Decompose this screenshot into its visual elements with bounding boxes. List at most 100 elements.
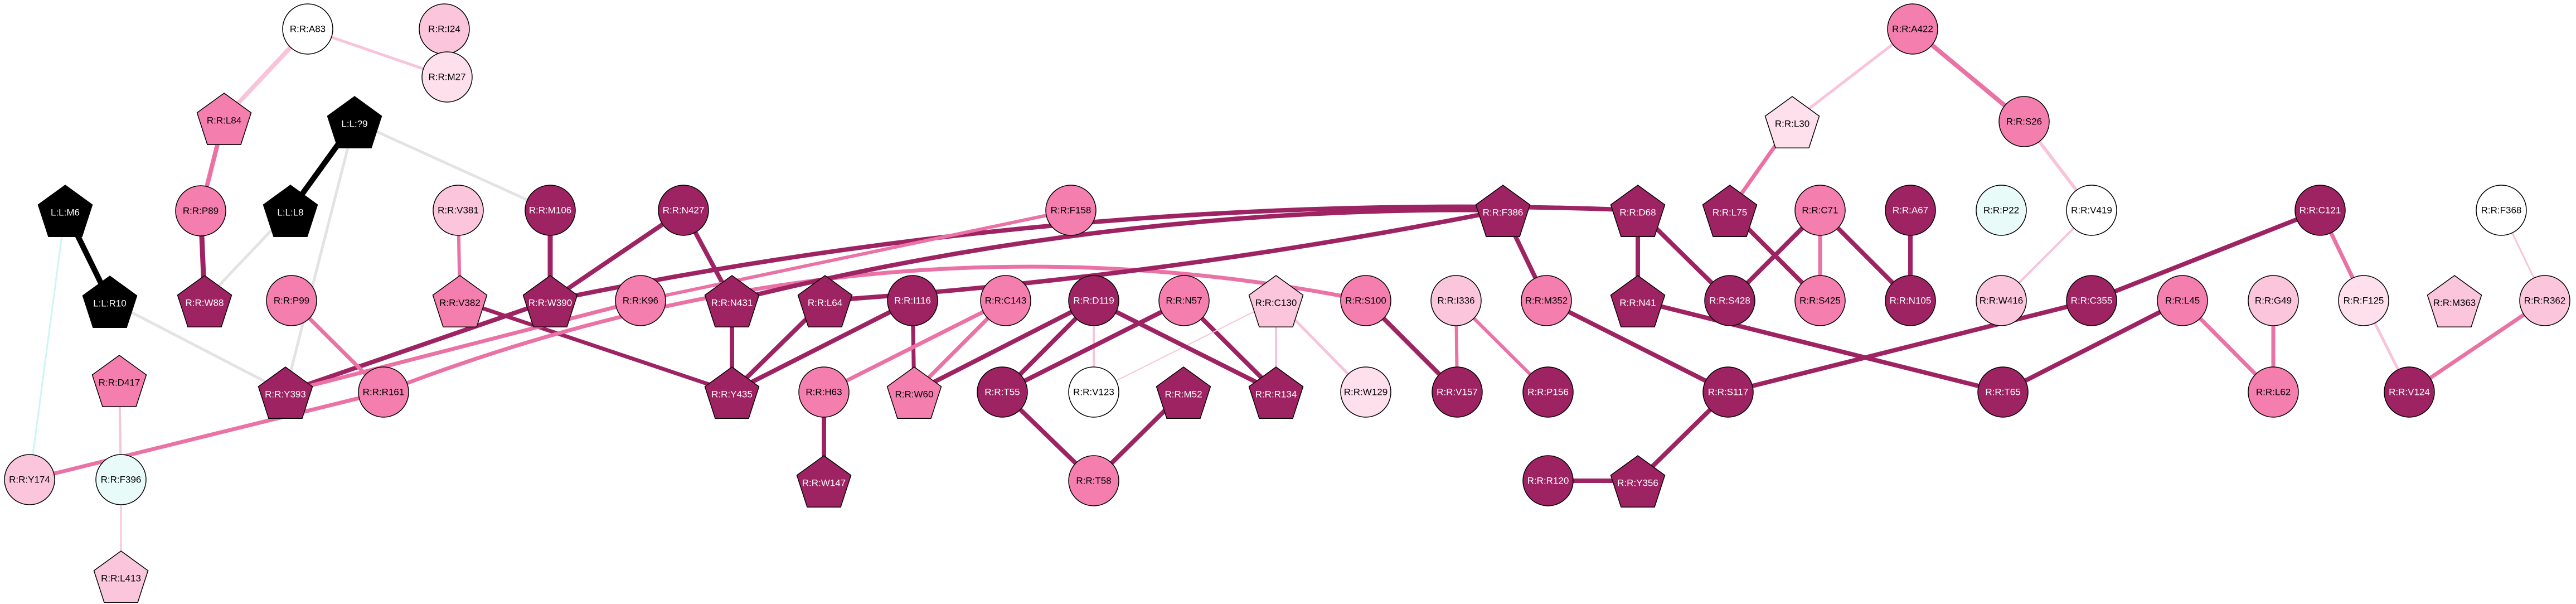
edge-v382-y435 [458, 298, 734, 394]
pentagon-node-shape [2427, 275, 2482, 328]
node-f396[interactable]: R:R:F396 [95, 454, 147, 505]
node-a422[interactable]: R:R:A422 [1887, 3, 1938, 55]
node-l413[interactable]: R:R:L413 [93, 550, 149, 603]
node-l79[interactable]: L:L:?9 [327, 96, 382, 149]
node-s428[interactable]: R:R:S428 [1704, 275, 1755, 326]
node-s117[interactable]: R:R:S117 [1702, 366, 1754, 418]
node-s100[interactable]: R:R:S100 [1340, 275, 1391, 326]
node-p89[interactable]: R:R:P89 [175, 185, 226, 236]
node-s425[interactable]: R:R:S425 [1794, 275, 1846, 326]
node-m27[interactable]: R:R:M27 [421, 51, 473, 103]
edge-w390-d68 [548, 204, 1640, 303]
node-m52[interactable]: R:R:M52 [1156, 366, 1211, 419]
node-v123[interactable]: R:R:V123 [1068, 366, 1119, 418]
node-r362[interactable]: R:R:R362 [2519, 275, 2570, 326]
node-label: R:R:L75 [1713, 207, 1747, 218]
node-h63[interactable]: R:R:H63 [798, 366, 850, 418]
node-r134[interactable]: R:R:R134 [1248, 366, 1304, 419]
node-w88[interactable]: R:R:W88 [177, 275, 232, 328]
node-y393[interactable]: R:R:Y393 [258, 366, 313, 419]
circle-node-shape [1068, 275, 1119, 326]
node-v157[interactable]: R:R:V157 [1432, 366, 1483, 418]
node-m106[interactable]: R:R:M106 [525, 185, 576, 236]
node-l64[interactable]: R:R:L64 [797, 275, 853, 328]
node-g49[interactable]: R:R:G49 [2248, 275, 2299, 326]
node-r161[interactable]: R:R:R161 [358, 366, 409, 418]
node-n57[interactable]: R:R:N57 [1158, 275, 1210, 326]
node-label: R:R:W129 [1344, 387, 1388, 398]
node-y174[interactable]: R:R:Y174 [4, 454, 55, 505]
circle-node-shape [1522, 366, 1574, 418]
node-w129[interactable]: R:R:W129 [1340, 366, 1391, 418]
node-l8[interactable]: L:L:L8 [263, 185, 318, 238]
pentagon-node-shape [522, 275, 578, 328]
node-m363[interactable]: R:R:M363 [2427, 275, 2482, 328]
node-label: R:R:R134 [1255, 389, 1297, 400]
node-label: R:R:M363 [2433, 298, 2476, 308]
pentagon-node-shape [704, 275, 760, 328]
node-label: R:R:L84 [207, 115, 241, 126]
node-c130[interactable]: R:R:C130 [1248, 275, 1304, 328]
node-k96[interactable]: R:R:K96 [615, 275, 666, 326]
node-label: R:R:A67 [1893, 205, 1928, 216]
node-label: R:R:K96 [623, 296, 658, 306]
node-label: R:R:P156 [1527, 387, 1569, 398]
node-v382[interactable]: R:R:V382 [432, 275, 488, 328]
node-f386[interactable]: R:R:F386 [1475, 185, 1531, 238]
node-l75[interactable]: R:R:L75 [1702, 185, 1758, 238]
edge-c143-h63 [822, 298, 1008, 394]
circle-node-shape [1158, 275, 1210, 326]
node-c355[interactable]: R:R:C355 [2066, 275, 2117, 326]
node-n427[interactable]: R:R:N427 [658, 185, 709, 236]
node-t65[interactable]: R:R:T65 [1977, 366, 2029, 418]
circle-node-shape [1045, 185, 1097, 236]
edge-d119-w60 [912, 298, 1096, 394]
node-l30[interactable]: R:R:L30 [1764, 96, 1820, 149]
node-i24[interactable]: R:R:I24 [419, 3, 470, 55]
edge-r161-s100 [381, 264, 1368, 394]
node-d417[interactable]: R:R:D417 [91, 355, 147, 408]
node-p22[interactable]: R:R:P22 [1976, 185, 2027, 236]
node-p156[interactable]: R:R:P156 [1522, 366, 1574, 418]
node-label: R:R:L64 [808, 298, 842, 308]
node-m352[interactable]: R:R:M352 [1521, 275, 1572, 326]
node-v419[interactable]: R:R:V419 [2066, 185, 2117, 236]
node-c71[interactable]: R:R:C71 [1794, 185, 1846, 236]
node-m6[interactable]: L:L:M6 [37, 185, 93, 238]
node-v124[interactable]: R:R:V124 [2384, 366, 2435, 418]
node-y356[interactable]: R:R:Y356 [1610, 455, 1666, 508]
node-t55[interactable]: R:R:T55 [977, 366, 1028, 418]
node-d68[interactable]: R:R:D68 [1610, 185, 1666, 238]
node-r120[interactable]: R:R:R120 [1522, 455, 1574, 506]
node-label: R:R:T55 [984, 387, 1020, 398]
node-n105[interactable]: R:R:N105 [1885, 275, 1936, 326]
node-n431[interactable]: R:R:N431 [704, 275, 760, 328]
node-w390[interactable]: R:R:W390 [522, 275, 578, 328]
node-w416[interactable]: R:R:W416 [1976, 275, 2027, 326]
node-v381[interactable]: R:R:V381 [433, 185, 484, 236]
node-label: R:R:W390 [528, 298, 572, 308]
node-a83[interactable]: R:R:A83 [282, 3, 333, 55]
node-w60[interactable]: R:R:W60 [886, 366, 942, 419]
node-c143[interactable]: R:R:C143 [980, 275, 1031, 326]
node-l84[interactable]: R:R:L84 [196, 93, 252, 146]
node-y435[interactable]: R:R:Y435 [704, 366, 760, 419]
node-f125[interactable]: R:R:F125 [2338, 275, 2389, 326]
node-p99[interactable]: R:R:P99 [266, 275, 317, 326]
node-i336[interactable]: R:R:I336 [1430, 275, 1482, 326]
node-label: R:R:N105 [1890, 296, 1932, 306]
node-a67[interactable]: R:R:A67 [1885, 185, 1936, 236]
node-i116[interactable]: R:R:I116 [887, 275, 938, 326]
node-t58[interactable]: R:R:T58 [1068, 455, 1119, 506]
node-l45[interactable]: R:R:L45 [2157, 275, 2208, 326]
node-f368[interactable]: R:R:F368 [2476, 185, 2527, 236]
node-f158[interactable]: R:R:F158 [1045, 185, 1097, 236]
edge-l79-y393 [284, 120, 356, 394]
node-c121[interactable]: R:R:C121 [2294, 185, 2346, 236]
node-r10[interactable]: L:L:R10 [82, 276, 138, 328]
node-w147[interactable]: R:R:W147 [796, 455, 852, 508]
node-l62[interactable]: R:R:L62 [2248, 366, 2299, 418]
node-n41[interactable]: R:R:N41 [1610, 275, 1666, 328]
node-d119[interactable]: R:R:D119 [1068, 275, 1119, 326]
node-s26[interactable]: R:R:S26 [1998, 96, 2050, 147]
